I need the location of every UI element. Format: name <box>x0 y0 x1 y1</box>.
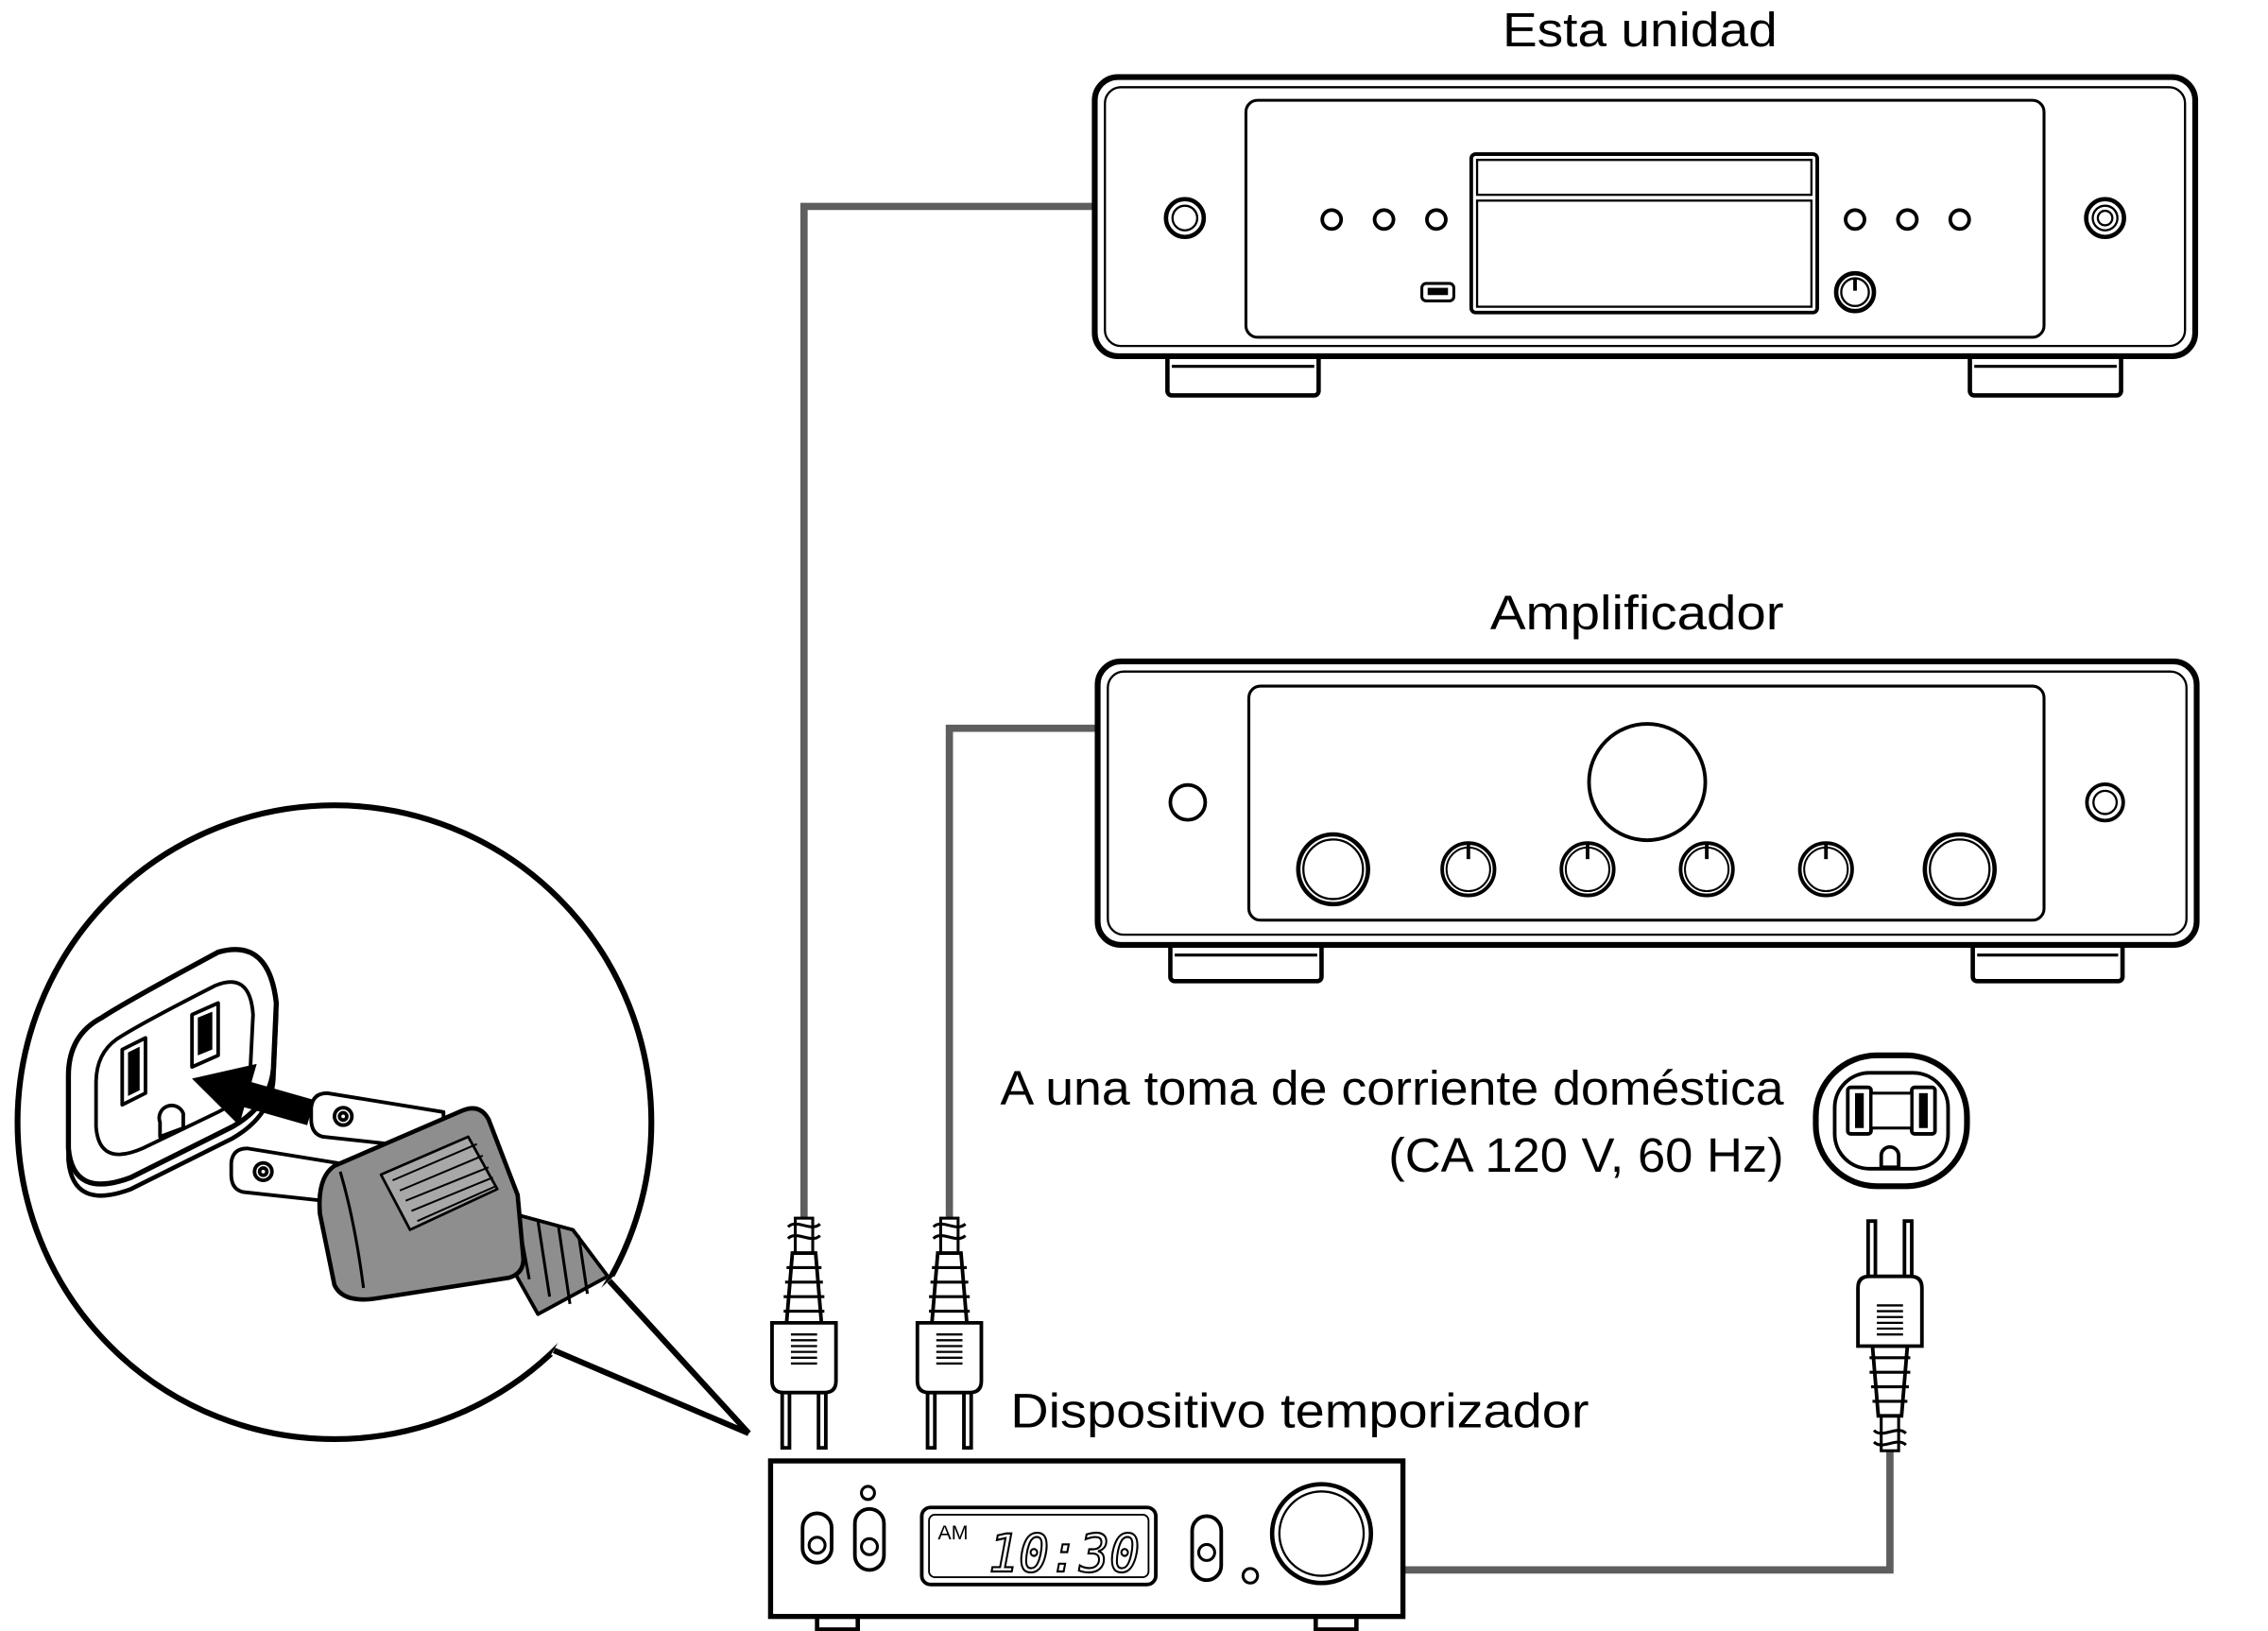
cd-player-power-cable <box>799 202 1098 1222</box>
timer-label: Dispositivo temporizador <box>1010 1384 1589 1438</box>
cd-player-foot-right <box>1967 352 2123 398</box>
timer-slide-switch <box>800 1511 833 1565</box>
timer-power-cable <box>1400 1448 1894 1574</box>
cd-player-knob <box>1833 270 1877 314</box>
timer-display-time: 10:30 <box>988 1524 1140 1585</box>
timer-device: AM 10:30 <box>767 1458 1406 1631</box>
amplifier-knob-right <box>1922 832 1997 907</box>
timer-indicator-lamp <box>860 1485 876 1502</box>
timer-dial-knob <box>1269 1482 1374 1586</box>
timer-slide-switch <box>1190 1514 1224 1583</box>
amplifier-headphone-jack-icon <box>2085 782 2125 823</box>
timer-display: AM 10:30 <box>919 1505 1158 1587</box>
cd-player-buttons-left <box>1320 208 1448 232</box>
amplifier-foot-right <box>1970 941 2125 984</box>
power-button-icon <box>1163 197 1207 240</box>
amplifier <box>1094 658 2200 984</box>
cd-player-plug <box>770 1216 838 1451</box>
cd-player-chassis-edge <box>1104 86 2187 348</box>
cd-player <box>1091 74 2199 398</box>
zoom-callout-pointer <box>551 1276 750 1434</box>
zoom-callout-edge <box>553 1348 750 1436</box>
wall-outlet-plate-icon <box>65 947 280 1198</box>
cd-player-foot-left <box>1165 352 1321 398</box>
zoom-callout <box>14 802 751 1443</box>
plug-closeup-icon <box>229 1090 610 1316</box>
amplifier-label: Amplificador <box>1490 586 1784 640</box>
amplifier-power-button-icon <box>1168 782 1208 822</box>
timer-slide-switch <box>852 1506 886 1572</box>
plug-grip-lines <box>392 1142 497 1223</box>
disc-tray <box>1469 152 1819 315</box>
amplifier-front-panel <box>1246 684 2046 922</box>
outlet-label-line2: (CA 120 V, 60 Hz) <box>1388 1128 1783 1182</box>
insert-arrow-icon <box>192 1063 315 1125</box>
wall-outlet-icon <box>1813 1052 1970 1190</box>
timer-display-period: AM <box>937 1521 968 1544</box>
amplifier-chassis-edge <box>1107 670 2188 936</box>
cd-player-front-panel <box>1244 98 2046 339</box>
tone-knobs <box>1440 841 1854 898</box>
plug-face-edge <box>338 1171 366 1289</box>
power-cables <box>799 202 1894 1574</box>
tone-knob <box>1678 841 1735 898</box>
headphone-jack-icon <box>2084 197 2126 240</box>
usb-port-icon <box>1420 282 1455 302</box>
tone-knob <box>1440 841 1497 898</box>
tone-knob <box>1559 841 1616 898</box>
input-selector-knob <box>1296 832 1370 907</box>
timer-small-button <box>1241 1567 1260 1585</box>
tone-knob <box>1797 841 1854 898</box>
unit-label: Esta unidad <box>1503 3 1778 57</box>
amplifier-plug <box>915 1216 984 1451</box>
plug-grip <box>379 1135 499 1231</box>
outlet-label-line1: A una toma de corriente doméstica <box>1000 1061 1784 1115</box>
cd-player-buttons-right <box>1844 208 1971 232</box>
volume-knob <box>1587 722 1708 843</box>
zoom-callout-edge <box>607 1279 751 1435</box>
amplifier-foot-left <box>1168 941 1324 984</box>
timer-plug <box>1856 1219 1924 1453</box>
amplifier-power-cable <box>945 724 1101 1222</box>
